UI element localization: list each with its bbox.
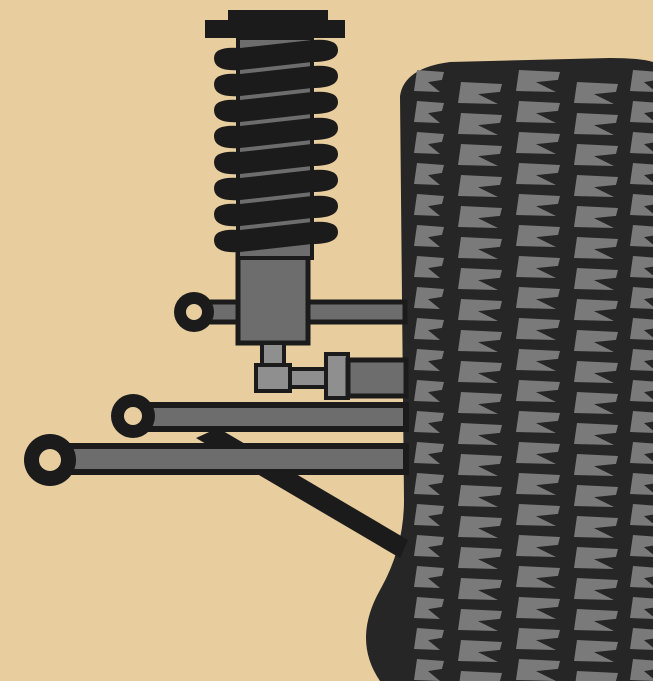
shock-lower-mount: [256, 365, 290, 391]
shock-rod: [262, 343, 284, 365]
knuckle-block: [326, 354, 348, 398]
tread-block: [630, 225, 653, 247]
upper-arm-bushing-hole: [186, 304, 202, 320]
tread-block: [630, 597, 653, 619]
tread-block: [630, 411, 653, 433]
tire: [366, 58, 653, 681]
tread-block: [630, 70, 653, 92]
tread-block: [630, 380, 653, 402]
knuckle-arm: [348, 360, 406, 396]
tread-block: [630, 287, 653, 309]
tread-block: [630, 101, 653, 123]
tread-block: [630, 504, 653, 526]
trailing-arm-bar: [140, 405, 406, 429]
tread-block: [630, 659, 653, 681]
lower-arm-bushing-hole: [39, 449, 61, 471]
tread-block: [630, 473, 653, 495]
trailing-arm-bushing-hole: [124, 407, 142, 425]
tread-block: [630, 628, 653, 650]
tread-block: [630, 442, 653, 464]
tread-block: [630, 318, 653, 340]
tread-block: [630, 194, 653, 216]
tread-block: [630, 535, 653, 557]
lower-arm-bar: [70, 446, 406, 472]
spring-top-seat: [205, 20, 345, 38]
tread-block: [630, 256, 653, 278]
tread-block: [630, 163, 653, 185]
shock-body: [238, 255, 308, 343]
tread-block: [630, 132, 653, 154]
tread-block: [630, 349, 653, 371]
tread-block: [630, 566, 653, 588]
